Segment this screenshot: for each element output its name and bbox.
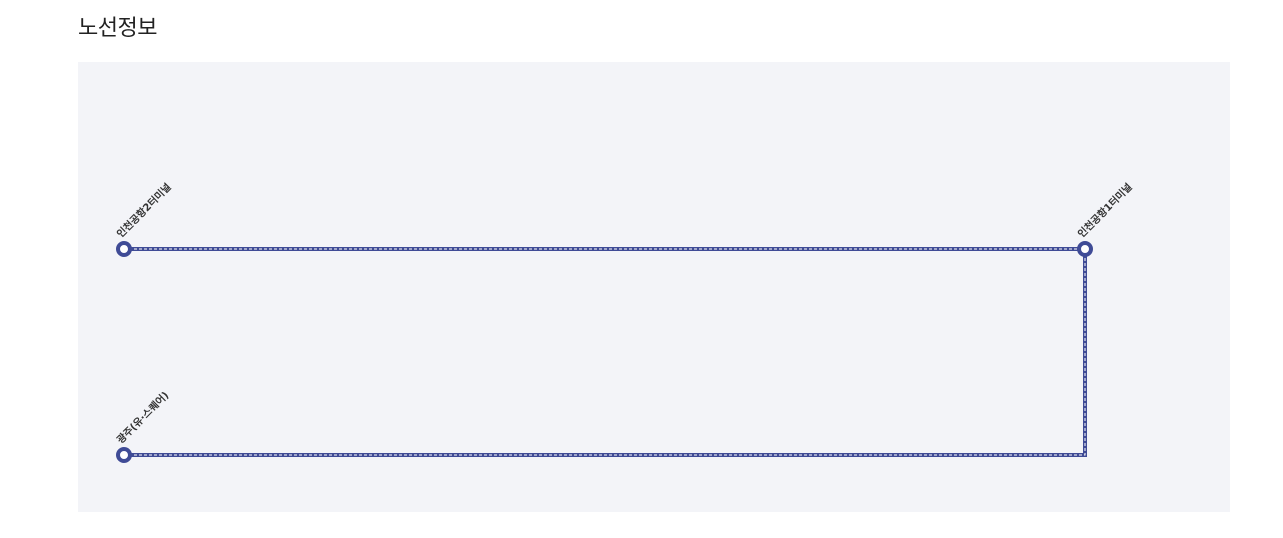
route-path-line <box>124 247 1087 457</box>
stop-label: 광주(유·스퀘어) <box>114 389 171 446</box>
stop-label: 인천공항2터미널 <box>114 180 174 240</box>
route-stop-0[interactable]: 인천공항2터미널 <box>114 180 174 257</box>
stop-marker-icon[interactable] <box>116 447 132 463</box>
stop-label: 인천공항1터미널 <box>1075 180 1135 240</box>
route-stop-2[interactable]: 광주(유·스퀘어) <box>114 389 171 463</box>
page-title: 노선정보 <box>78 16 157 41</box>
route-stop-1[interactable]: 인천공항1터미널 <box>1075 180 1135 257</box>
stop-marker-icon[interactable] <box>116 241 132 257</box>
route-path <box>124 247 1087 457</box>
route-path-line-inner <box>124 248 1086 456</box>
route-map: 인천공항2터미널 인천공항1터미널 광주(유·스퀘어) <box>114 180 1135 463</box>
route-map-panel: 인천공항2터미널 인천공항1터미널 광주(유·스퀘어) <box>78 62 1230 512</box>
stop-marker-icon[interactable] <box>1077 241 1093 257</box>
